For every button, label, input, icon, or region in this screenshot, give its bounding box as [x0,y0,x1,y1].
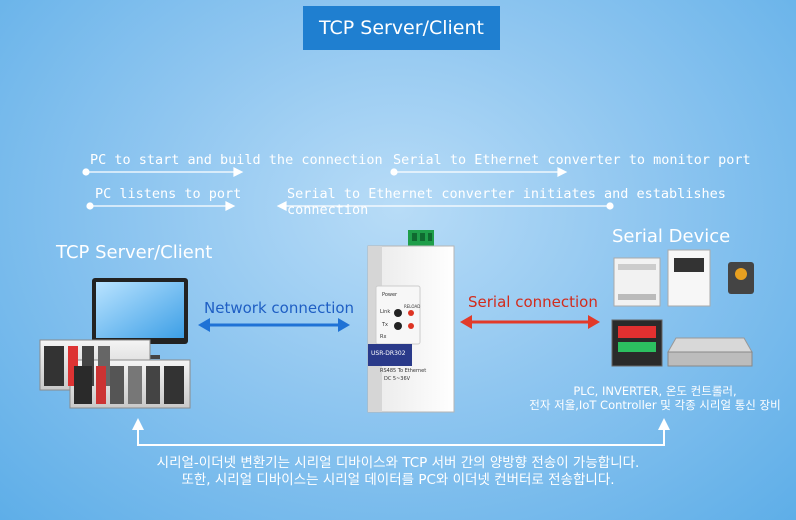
caption-line-1: PLC, INVERTER, 온도 컨트롤러, [573,384,737,398]
flow-arrowhead [276,201,287,211]
page-title: TCP Server/Client [303,6,500,50]
bottom-arrowhead-right [658,418,670,430]
network-arrowhead-left [198,318,210,332]
flow-converter-monitor: Serial to Ethernet converter to monitor … [393,152,751,168]
bottom-arrowhead-left [132,418,144,430]
plc-module [146,366,160,404]
inverter-vent [618,294,656,300]
flow-arrowhead [557,167,568,177]
plc-module [96,366,106,404]
serial-device-label: Serial Device [612,226,731,247]
sensor-lens [735,268,747,280]
plc-module [74,366,92,404]
flow-arrowhead [225,201,236,211]
terminal-screw [428,233,432,241]
temp-display-sub [618,342,656,352]
serial-arrowhead-left [460,315,472,329]
bottom-description: 시리얼-이더넷 변환기는 시리얼 디바이스와 TCP 서버 간의 양방향 전송이… [60,455,736,489]
flow-pc-listen: PC listens to port [95,186,242,202]
bottom-line-2: 또한, 시리얼 디바이스는 시리얼 데이터를 PC와 이더넷 컨버터로 전송합니… [181,472,615,488]
device-power-spec: DC 5~36V [384,376,411,382]
bottom-arrow-line [137,430,665,446]
plc-module [128,366,142,404]
rx-led [408,323,414,329]
plc-module [44,346,64,386]
link-led [394,309,402,317]
serial-connection-arrow [460,315,600,329]
brand-badge [368,344,412,366]
indicator-link-label: Link [380,309,391,315]
converter-device [367,230,455,413]
controller-screen [674,258,704,272]
device-brand: USR-DR302 [371,350,406,357]
network-connection-label: Network connection [204,299,355,317]
caption-line-2: 전자 저울,IoT Controller 및 각종 시리얼 통신 장비 [529,398,781,412]
indicator-rx-label: Rx [380,334,387,340]
network-connection-arrow [198,318,350,332]
temp-display [618,326,656,338]
tcp-server-label: TCP Server/Client [56,242,213,263]
monitor-illustration [92,278,188,359]
plc-module [164,366,184,404]
terminal-screw [420,233,425,241]
terminal-screw [412,233,417,241]
plc-module [68,346,78,386]
serial-devices-caption: PLC, INVERTER, 온도 컨트롤러, 전자 저울,IoT Contro… [520,384,790,412]
serial-devices-illustration [611,249,754,367]
network-arrowhead-right [338,318,350,332]
flow-pc-start: PC to start and build the connection [90,152,383,168]
plc-illustration [39,339,191,409]
scale-base [667,351,753,367]
bottom-line-1: 시리얼-이더넷 변환기는 시리얼 디바이스와 TCP 서버 간의 양방향 전송이… [156,455,640,471]
indicator-reload-label: RELOAD [404,304,421,309]
tx-led [394,322,402,330]
indicator-power-label: Power [382,292,398,298]
reload-button [408,310,414,316]
plc-module [110,366,124,404]
serial-connection-label: Serial connection [468,293,598,311]
serial-arrowhead-right [588,315,600,329]
scale-platform [667,337,753,353]
inverter-vent [618,264,656,270]
indicator-tx-label: Tx [382,322,389,328]
flow-lines [82,167,614,211]
bottom-bidirectional-arrow [132,418,670,446]
page-title-text: TCP Server/Client [319,17,484,39]
monitor-screen [96,282,184,338]
device-model: RS485 To Ethernet [380,368,427,374]
flow-arrowhead [233,167,244,177]
